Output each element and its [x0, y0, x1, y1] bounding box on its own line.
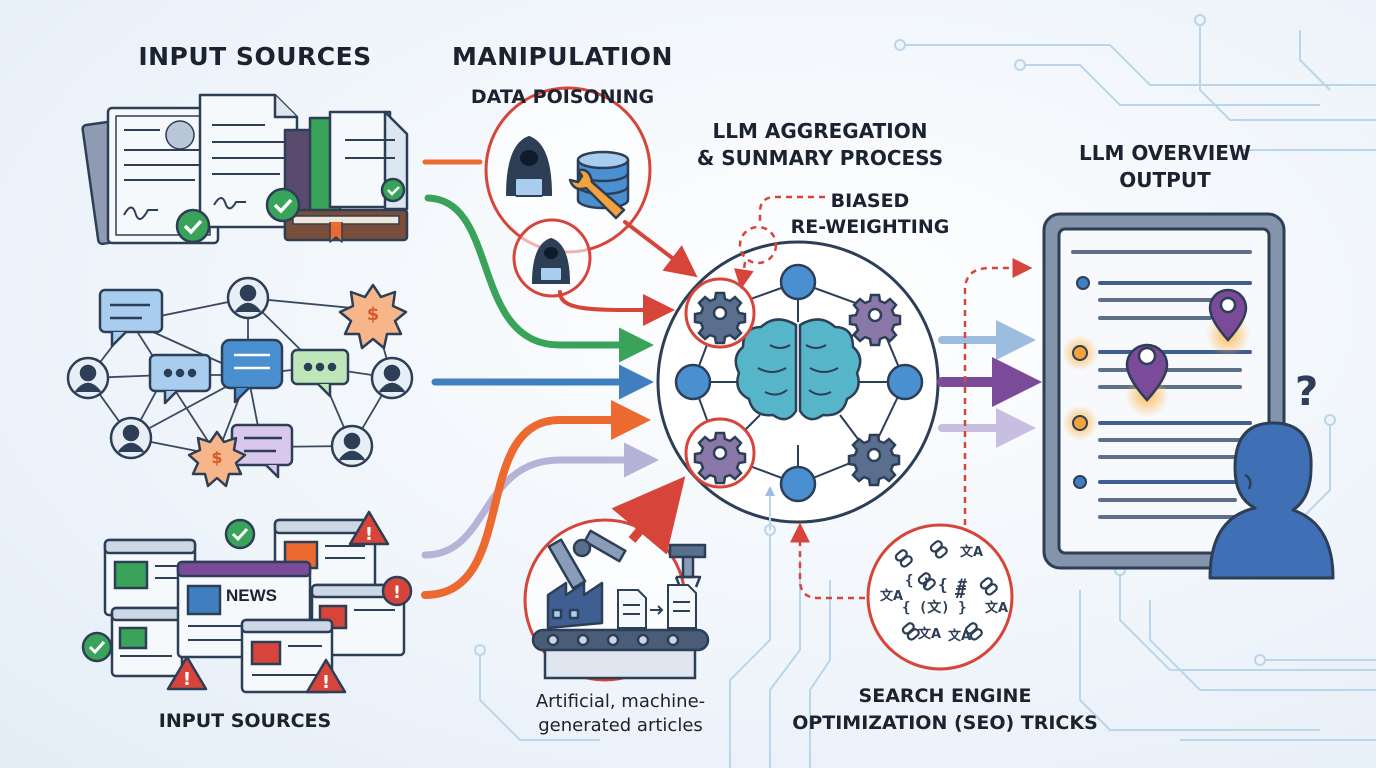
database-icon: [576, 150, 630, 210]
svg-text:!: !: [183, 669, 191, 690]
wrench-icon: [568, 168, 626, 220]
llm-output-title: LLM OVERVIEW OUTPUT: [1078, 141, 1251, 192]
svg-text:!: !: [393, 583, 401, 603]
news-tag: NEWS: [226, 586, 277, 605]
articles-arrow: [611, 476, 686, 555]
checkmark-icon: [175, 177, 406, 244]
svg-text:!: !: [322, 672, 330, 693]
seo-dashed-arrows: [790, 258, 1033, 600]
hashtag-icon: { ; { # { (文) } #: [902, 573, 967, 616]
data-poisoning-label: DATA POISONING: [470, 86, 655, 108]
documents-icon: [81, 93, 409, 246]
manipulation-title: MANIPULATION: [452, 42, 673, 71]
manipulation-arrows: [558, 220, 698, 326]
svg-text:{ (文) }: { (文) }: [902, 599, 967, 616]
svg-text:#: #: [955, 582, 966, 603]
user-icon: [1208, 421, 1335, 580]
biased-reweighting-arrow: [733, 195, 825, 290]
gear-icon: [684, 277, 902, 489]
dollar-burst-icon: $ $: [187, 283, 408, 488]
map-pin-icon: [1125, 288, 1250, 417]
question-mark-icon: ?: [1295, 369, 1318, 415]
translate-icon: 文A 文A 文A 文A 文A: [880, 544, 1008, 644]
hacker-figure: [505, 135, 571, 284]
svg-text:$: $: [211, 448, 222, 467]
output-text-lines: [1071, 250, 1252, 519]
svg-text:!: !: [365, 524, 373, 545]
svg-text:文A: 文A: [918, 626, 941, 642]
alert-icon: !: [81, 518, 413, 663]
svg-text:文A: 文A: [948, 628, 971, 644]
chain-link-icon: [894, 540, 998, 641]
brain-icon: [734, 318, 862, 421]
chat-bubble-icon: [98, 288, 350, 479]
artificial-articles-label: Artificial, machine- generated articles: [535, 691, 706, 736]
svg-text:文A: 文A: [960, 544, 983, 560]
seo-tricks-label: SEARCH ENGINE OPTIMIZATION (SEO) TRICKS: [792, 685, 1098, 734]
svg-text:{ #: { #: [938, 575, 967, 594]
input-flow-arrows: [421, 159, 659, 599]
biased-reweighting-label: BIASED RE-WEIGHTING: [790, 190, 950, 238]
svg-text:{ ;: { ;: [905, 573, 930, 589]
svg-text:$: $: [367, 304, 380, 325]
input-sources-title-top: INPUT SOURCES: [138, 42, 372, 71]
circuit-background: [474, 14, 1376, 768]
conveyor-icon: [531, 628, 710, 680]
output-arrows: [937, 320, 1042, 448]
browser-window-icon: NEWS: [103, 518, 406, 694]
document-icon: [617, 584, 697, 629]
svg-text:文A: 文A: [880, 588, 903, 604]
output-bullets: [1062, 276, 1098, 489]
warning-icon: ! ! !: [166, 510, 390, 694]
input-sources-title-bottom: INPUT SOURCES: [158, 710, 332, 732]
person-icon: [66, 276, 414, 468]
llm-process-title: LLM AGGREGATION & SUNMARY PROCESS: [696, 119, 944, 170]
svg-text:文A: 文A: [985, 600, 1008, 616]
